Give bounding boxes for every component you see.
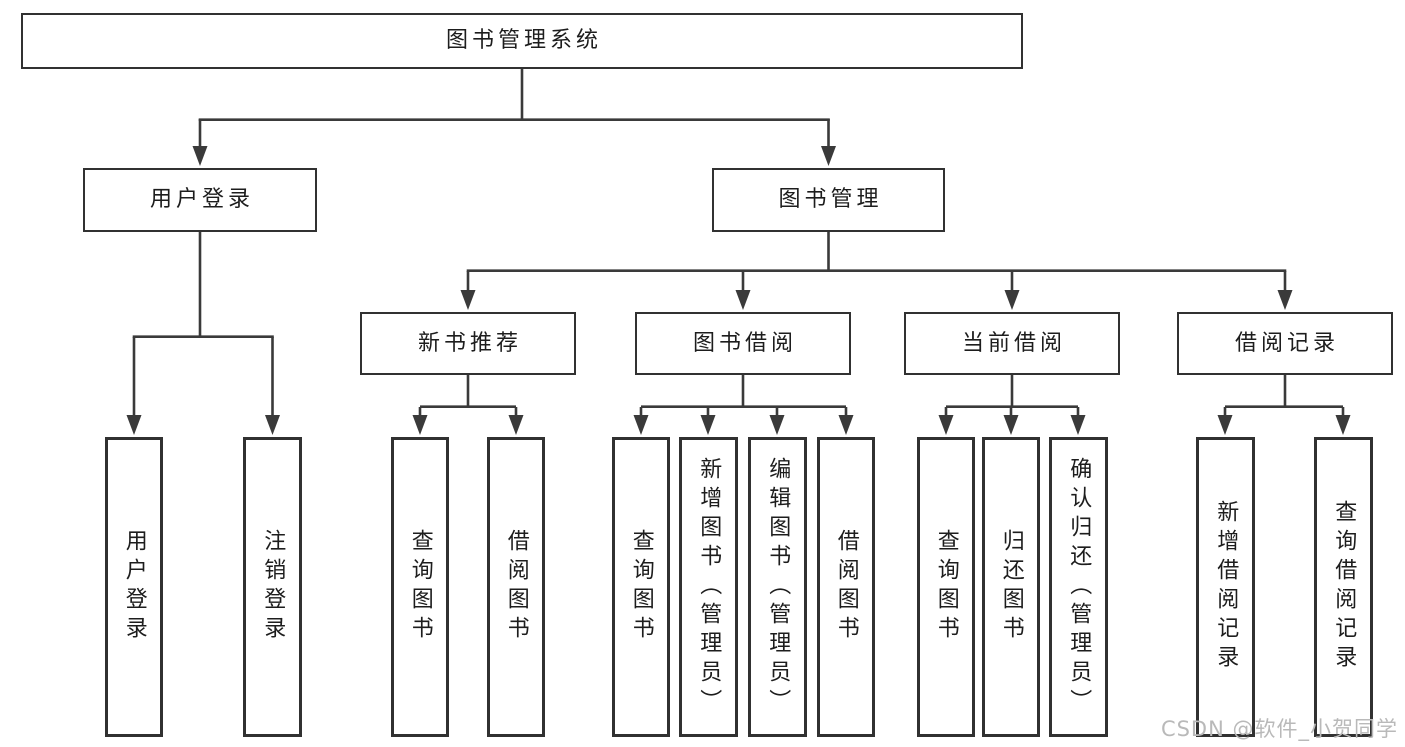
node-label: 用户登录 [149, 187, 254, 213]
leaf-query-books-recommend: 查询图书 [391, 437, 449, 737]
arrowheads [126, 146, 1351, 435]
node-label: 查询借阅记录 [1331, 500, 1357, 674]
node-label: 用户登录 [121, 529, 147, 645]
node-label: 查询图书 [407, 529, 433, 645]
node-label: 确认归还（管理员） [1066, 456, 1092, 718]
node-label: 注销登录 [260, 529, 286, 645]
node-label: 新增图书（管理员） [696, 456, 722, 718]
node-new-book-recommendation: 新书推荐 [360, 312, 576, 375]
csdn-watermark: CSDN @软件_小贺同学 [1160, 717, 1398, 741]
leaf-borrow-books-recommend: 借阅图书 [487, 437, 545, 737]
leaf-return-books: 归还图书 [982, 437, 1040, 737]
node-label: 查询图书 [933, 529, 959, 645]
node-label: 归还图书 [998, 529, 1024, 645]
node-label: 新增借阅记录 [1213, 500, 1239, 674]
leaf-query-borrow-record: 查询借阅记录 [1314, 437, 1373, 737]
node-label: 借阅记录 [1234, 330, 1339, 356]
leaf-logout: 注销登录 [243, 437, 302, 737]
node-label: 借阅图书 [833, 529, 859, 645]
leaf-add-borrow-record: 新增借阅记录 [1196, 437, 1255, 737]
node-user-login: 用户登录 [83, 168, 317, 232]
connector-edges [132, 69, 1345, 421]
leaf-borrow-books: 借阅图书 [817, 437, 875, 737]
node-current-borrowing: 当前借阅 [904, 312, 1120, 375]
node-label: 新书推荐 [417, 330, 522, 356]
leaf-query-books-current: 查询图书 [917, 437, 975, 737]
leaf-user-login: 用户登录 [105, 437, 163, 737]
node-book-management: 图书管理 [712, 168, 945, 232]
node-label: 图书管理 [778, 187, 883, 213]
leaf-edit-books-admin: 编辑图书（管理员） [748, 437, 807, 737]
node-label: 图书管理系统 [445, 28, 602, 54]
node-label: 借阅图书 [503, 529, 529, 645]
leaf-add-books-admin: 新增图书（管理员） [679, 437, 738, 737]
node-borrowing-records: 借阅记录 [1177, 312, 1393, 375]
node-book-borrowing: 图书借阅 [635, 312, 851, 375]
leaf-confirm-return-admin: 确认归还（管理员） [1049, 437, 1108, 737]
node-label: 编辑图书（管理员） [765, 456, 791, 718]
node-label: 当前借阅 [961, 330, 1066, 356]
node-library-management-system: 图书管理系统 [21, 13, 1023, 69]
leaf-query-books-borrowing: 查询图书 [612, 437, 670, 737]
node-label: 图书借阅 [692, 330, 797, 356]
node-label: 查询图书 [628, 529, 654, 645]
